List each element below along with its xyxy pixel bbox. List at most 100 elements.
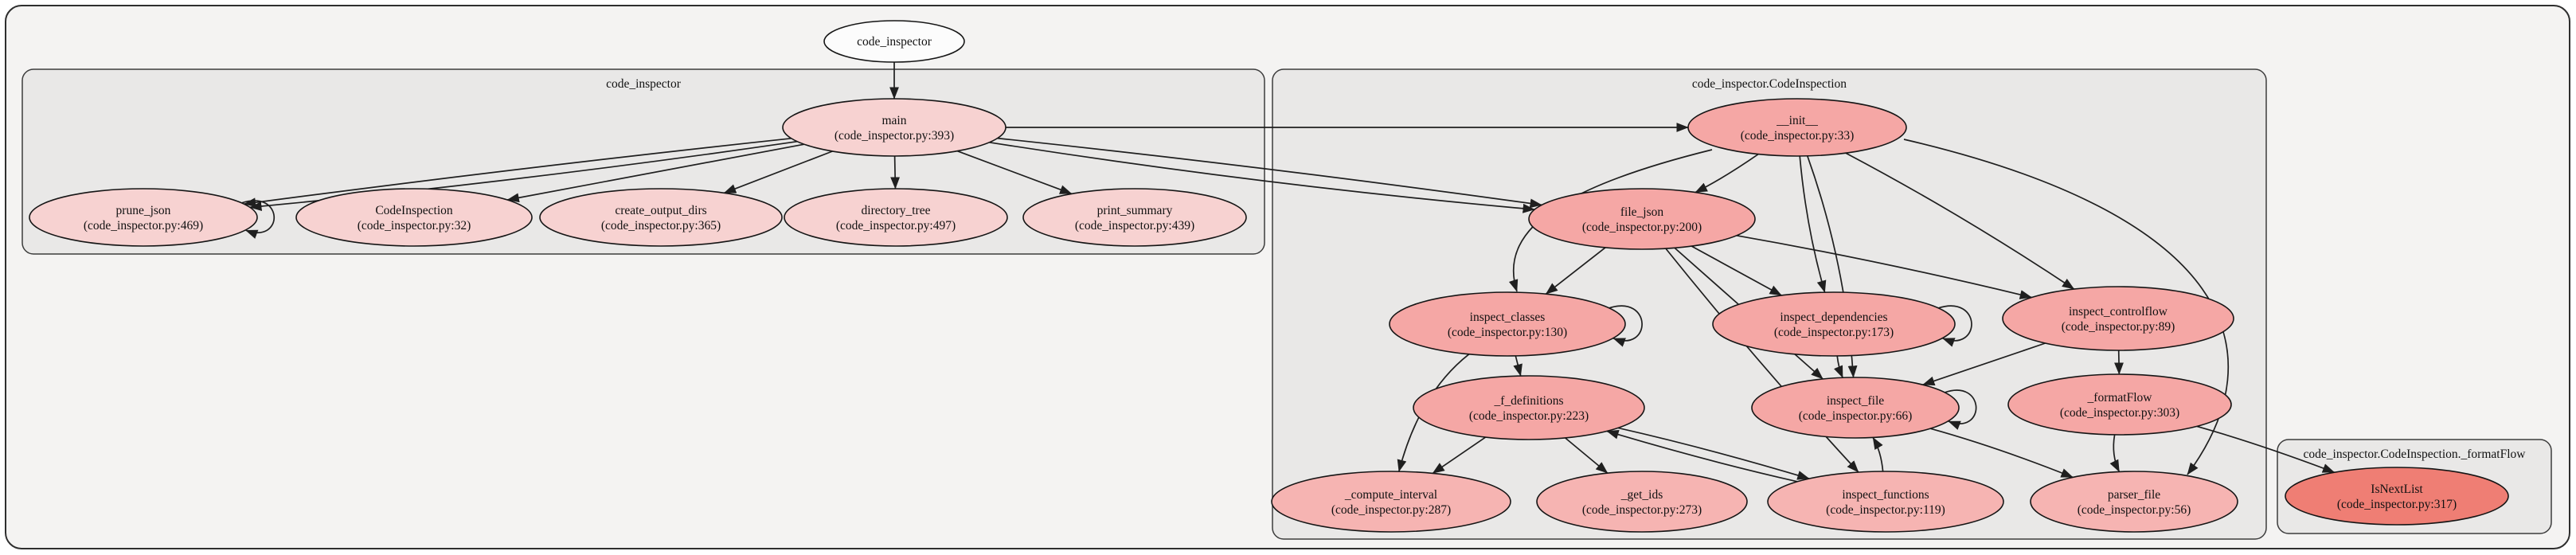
edge-main-directory_tree bbox=[890, 155, 901, 190]
edge-inspect_functions-_f_definitions bbox=[1606, 430, 1798, 483]
edge-file_json-inspect_dependencies bbox=[1691, 245, 1782, 296]
node-inspect_dependencies: inspect_dependencies (code_inspector.py:1… bbox=[1712, 291, 1956, 357]
self-loop-prune_json bbox=[240, 200, 276, 239]
node-label: inspect_file bbox=[1827, 394, 1884, 408]
node-_formatFlow: _formatFlow(code_inspector.py:303) bbox=[2007, 373, 2232, 436]
node-shape bbox=[823, 20, 965, 63]
node-shape bbox=[1271, 471, 1511, 533]
node-shape bbox=[784, 188, 1008, 247]
node-label: directory_tree bbox=[862, 204, 931, 217]
node-shape bbox=[1751, 377, 1960, 439]
node-label: print_summary bbox=[1097, 204, 1173, 217]
edge-file_json-inspect_functions bbox=[1665, 248, 1859, 473]
edge-inspect_classes-_f_definitions bbox=[1513, 355, 1523, 377]
node-inspect_functions: inspect_functions(code_inspector.py:119) bbox=[1767, 471, 2004, 533]
edge-inspect_dependencies-inspect_file bbox=[1834, 355, 1843, 378]
node-shape bbox=[1712, 291, 1956, 357]
edge-inspect_controlflow-inspect_file bbox=[1922, 342, 2046, 386]
self-loop-inspect_dependencies bbox=[1937, 305, 1972, 347]
node-loc: (code_inspector.py:469) bbox=[84, 219, 203, 233]
node-loc: (code_inspector.py:393) bbox=[835, 129, 954, 143]
cluster-title-fmt: code_inspector.CodeInspection._formatFlo… bbox=[2304, 448, 2527, 461]
node-label: parser_file bbox=[2108, 488, 2160, 502]
node-label: inspect_classes bbox=[1470, 311, 1546, 324]
node-label: code_inspector bbox=[857, 35, 932, 49]
node-shape bbox=[1022, 188, 1247, 247]
node-loc: (code_inspector.py:365) bbox=[601, 219, 721, 233]
node-loc: (code_inspector.py:317) bbox=[2337, 498, 2457, 511]
node-prune_json: prune_json (code_inspector.py:469) bbox=[29, 188, 258, 247]
node-label: create_output_dirs bbox=[615, 204, 706, 217]
node-loc: (code_inspector.py:439) bbox=[1075, 219, 1194, 233]
node-label: main bbox=[882, 114, 907, 127]
edges-layer bbox=[240, 61, 2336, 483]
node-loc: (code_inspector.py:173) bbox=[1774, 326, 1894, 339]
node-label: _get_ids bbox=[1620, 488, 1663, 502]
node-label: _formatFlow bbox=[2087, 391, 2153, 405]
edge-main-CodeInspection bbox=[506, 143, 805, 203]
edge-_f_definitions-inspect_functions bbox=[1617, 427, 1810, 480]
node-label: prune_json bbox=[116, 204, 171, 217]
node-shape bbox=[2002, 286, 2234, 351]
node-loc: (code_inspector.py:303) bbox=[2060, 406, 2179, 420]
edge-__init__-inspect_dependencies bbox=[1799, 155, 1827, 293]
edge-main-file_json bbox=[989, 141, 1535, 213]
edge-inspect_controlflow-_formatFlow bbox=[2114, 350, 2124, 375]
node-loc: (code_inspector.py:273) bbox=[1582, 503, 1702, 517]
edge-_f_definitions-_get_ids bbox=[1565, 437, 1609, 474]
node-CodeInspection: CodeInspection (code_inspector.py:32) bbox=[295, 188, 533, 247]
node-label: inspect_functions bbox=[1842, 488, 1929, 502]
edge-file_json-inspect_controlflow bbox=[1736, 234, 2032, 299]
edge-__init__-file_json bbox=[1695, 153, 1759, 193]
node-loc: (code_inspector.py:33) bbox=[1741, 129, 1854, 143]
node-create_output_dirs: create_output_dirs (code_inspector.py:365… bbox=[539, 188, 783, 247]
node-shape bbox=[29, 188, 258, 247]
node-label: IsNextList bbox=[2371, 483, 2423, 496]
node-loc: (code_inspector.py:223) bbox=[1469, 409, 1589, 423]
node-shape bbox=[1767, 471, 2004, 533]
node-shape bbox=[1413, 375, 1645, 440]
node-loc: (code_inspector.py:56) bbox=[2078, 503, 2191, 517]
node-inspect_controlflow: inspect_controlflow(code_inspector.py:89… bbox=[2002, 286, 2234, 351]
node-IsNextList: IsNextList (code_inspector.py:317) bbox=[2285, 467, 2509, 526]
node-label: file_json bbox=[1620, 205, 1663, 219]
node-label: CodeInspection bbox=[375, 204, 453, 217]
node-shape bbox=[1536, 471, 1748, 533]
node-shape bbox=[539, 188, 783, 247]
edge-main-file_json bbox=[997, 137, 1542, 209]
node-directory_tree: directory_tree(code_inspector.py:497) bbox=[784, 188, 1008, 247]
edge-inspect_functions-inspect_file bbox=[1872, 436, 1884, 472]
node-loc: (code_inspector.py:119) bbox=[1826, 503, 1945, 517]
node-label: inspect_dependencies bbox=[1780, 311, 1887, 324]
node-_f_definitions: _f_definitions(code_inspector.py:223) bbox=[1413, 375, 1645, 440]
node-shape bbox=[2285, 467, 2509, 526]
node-parser_file: parser_file(code_inspector.py:56) bbox=[2030, 471, 2238, 533]
node-__init__: __init__ (code_inspector.py:33) bbox=[1687, 98, 1907, 157]
node-code_inspector: code_inspector bbox=[823, 20, 965, 63]
node-shape bbox=[295, 188, 533, 247]
edge-inspect_file-parser_file bbox=[1929, 428, 2074, 479]
node-loc: (code_inspector.py:32) bbox=[358, 219, 471, 233]
node-loc: (code_inspector.py:200) bbox=[1582, 221, 1702, 234]
node-_get_ids: _get_ids(code_inspector.py:273) bbox=[1536, 471, 1748, 533]
edge-__init__-inspect_controlflow bbox=[1845, 152, 2075, 290]
node-label: inspect_controlflow bbox=[2069, 305, 2168, 319]
node-label: _f_definitions bbox=[1494, 394, 1564, 408]
edge-main-prune_json bbox=[243, 137, 792, 208]
node-inspect_classes: inspect_classes (code_inspector.py:130) bbox=[1389, 291, 1626, 357]
edge-_formatFlow-IsNextList bbox=[2196, 425, 2336, 473]
self-loop-inspect_file bbox=[1944, 389, 1977, 430]
node-shape bbox=[782, 98, 1007, 157]
node-loc: (code_inspector.py:130) bbox=[1448, 326, 1567, 339]
edge-_f_definitions-_compute_interval bbox=[1432, 436, 1487, 475]
node-loc: (code_inspector.py:89) bbox=[2062, 320, 2175, 334]
cluster-title-mod: code_inspector bbox=[606, 77, 682, 91]
node-shape bbox=[2007, 373, 2232, 436]
edge-_formatFlow-parser_file bbox=[2109, 434, 2121, 473]
edge-main-print_summary bbox=[957, 150, 1073, 195]
edge-main-create_output_dirs bbox=[723, 150, 833, 194]
node-shape bbox=[2030, 471, 2238, 533]
node-label: __init__ bbox=[1776, 114, 1818, 127]
